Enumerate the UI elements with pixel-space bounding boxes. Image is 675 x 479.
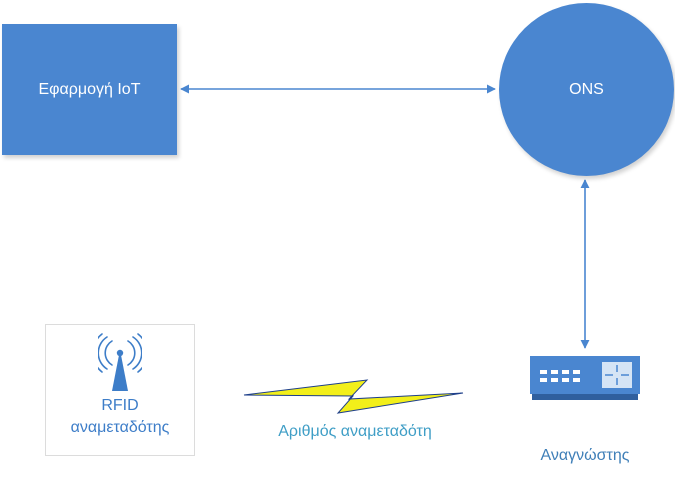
signal-label: Αριθμός αναμεταδότη	[278, 423, 432, 440]
iot-application-node: Εφαρμογή IoT	[2, 24, 177, 155]
lightning-bolt-icon	[243, 379, 464, 414]
rfid-label-line2: αναμεταδότης	[70, 419, 170, 436]
rfid-tag-antenna-icon	[98, 333, 142, 391]
reader-label: Αναγνώστης	[540, 447, 630, 464]
rfid-transponder-label: RFID αναμεταδότης	[46, 395, 194, 439]
rfid-reader-device-icon	[530, 356, 640, 400]
ons-node: ONS	[499, 3, 674, 176]
ons-label: ONS	[569, 80, 604, 98]
rfid-label-line1: RFID	[101, 397, 139, 414]
iot-application-label: Εφαρμογή IoT	[38, 80, 141, 98]
rfid-transponder-card: RFID αναμεταδότης	[45, 324, 195, 456]
